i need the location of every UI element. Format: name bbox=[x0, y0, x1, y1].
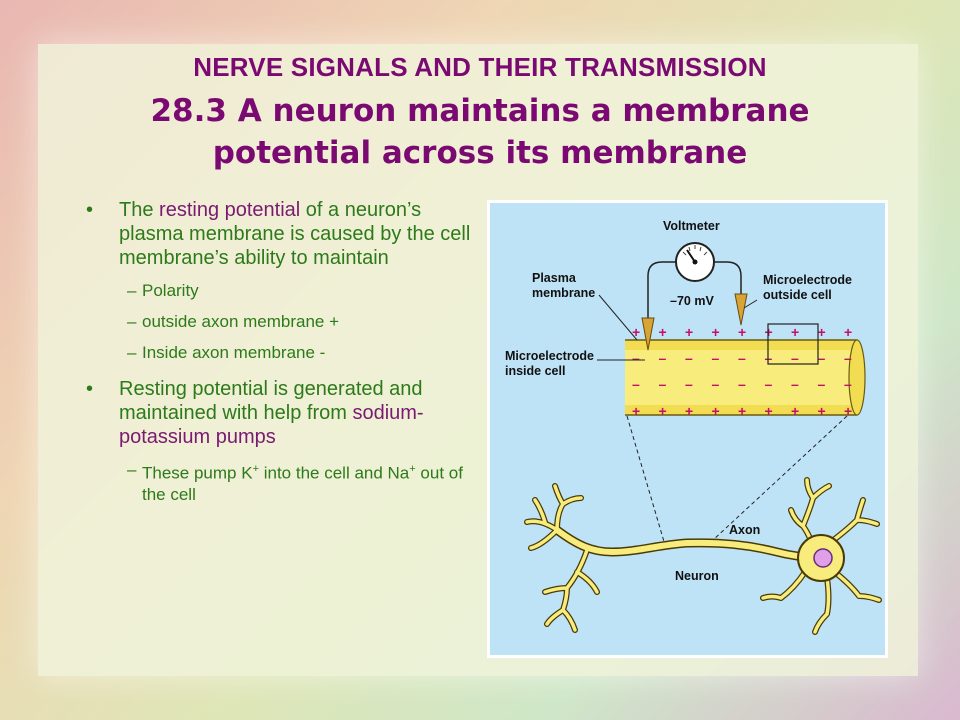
charge-plus-outside-top: + bbox=[738, 324, 746, 340]
label-axon: Axon bbox=[729, 523, 760, 537]
charge-minus-inside-top: – bbox=[844, 350, 852, 366]
charge-plus-outside-top: + bbox=[685, 324, 693, 340]
sub-bullet-text: outside axon membrane + bbox=[142, 312, 340, 331]
dash-marker: – bbox=[127, 312, 137, 331]
superscript-plus: + bbox=[252, 463, 259, 475]
label-inside-1: Microelectrode bbox=[505, 349, 594, 363]
bullet-text: Resting potential is generated and maint… bbox=[119, 378, 423, 424]
charge-minus-inside-top: – bbox=[791, 350, 799, 366]
charge-plus-outside-bottom: + bbox=[659, 403, 667, 419]
charge-plus-outside-bottom: + bbox=[818, 403, 826, 419]
dial-pivot bbox=[692, 259, 698, 265]
slide-title-line-1: 28.3 A neuron maintains a membrane bbox=[150, 93, 810, 129]
charge-minus-inside-bottom: – bbox=[818, 376, 826, 392]
label-outside-2: outside cell bbox=[763, 288, 832, 302]
highlight-resting-potential: resting potential bbox=[159, 199, 301, 221]
label-outside-1: Microelectrode bbox=[763, 273, 852, 287]
bullet-marker: • bbox=[86, 378, 94, 400]
charge-plus-outside-bottom: + bbox=[791, 403, 799, 419]
zoom-box bbox=[767, 323, 819, 365]
label-plasma-2: membrane bbox=[532, 286, 595, 300]
dash-marker: – bbox=[127, 460, 137, 479]
charge-plus-outside-bottom: + bbox=[738, 403, 746, 419]
dash-marker: – bbox=[127, 343, 137, 362]
pointer-outside-cell bbox=[743, 299, 758, 309]
charge-minus-inside-bottom: – bbox=[685, 376, 693, 392]
label-voltmeter: Voltmeter bbox=[663, 219, 720, 233]
dial-ticks bbox=[682, 245, 708, 256]
sub-bullet-text: Inside axon membrane - bbox=[142, 343, 326, 362]
charge-minus-inside-bottom: – bbox=[765, 376, 773, 392]
pointer-plasma-membrane bbox=[598, 294, 638, 341]
superscript-plus: + bbox=[409, 463, 416, 475]
charge-plus-outside-top: + bbox=[712, 324, 720, 340]
charge-plus-outside-bottom: + bbox=[632, 403, 640, 419]
bullet-text: The bbox=[119, 199, 160, 221]
membrane-top bbox=[625, 340, 857, 350]
label-reading: –70 mV bbox=[670, 294, 714, 308]
charge-plus-outside-bottom: + bbox=[765, 403, 773, 419]
highlight-sodium-potassium: sodium-potassium pumps bbox=[119, 402, 424, 448]
neuron-membrane-diagram: +++++++++––––––––––––––––––+++++++++ Vol… bbox=[487, 200, 888, 658]
bullet-sodium-potassium: • Resting potential is generated and mai… bbox=[86, 377, 476, 449]
voltmeter-wire-left bbox=[647, 261, 677, 318]
sub-bullet-outside: – outside axon membrane + bbox=[86, 311, 476, 332]
sub-bullet-text: into the cell and Na bbox=[259, 463, 410, 483]
sub-bullet-text: Polarity bbox=[142, 281, 199, 300]
slide-title-line-2: potential across its membrane bbox=[212, 135, 748, 171]
zoom-line-right bbox=[712, 415, 848, 541]
charge-plus-outside-bottom: + bbox=[685, 403, 693, 419]
label-neuron: Neuron bbox=[675, 569, 719, 583]
bullet-text: of a neuron’s plasma membrane is caused … bbox=[119, 199, 471, 269]
nucleus bbox=[813, 548, 833, 568]
bullet-resting-potential: • The resting potential of a neuron’s pl… bbox=[86, 198, 476, 270]
bullet-marker: • bbox=[86, 199, 94, 221]
sub-bullet-text: out of the cell bbox=[142, 463, 463, 504]
charge-plus-outside-bottom: + bbox=[712, 403, 720, 419]
charge-plus-outside-top: + bbox=[818, 324, 826, 340]
charge-plus-outside-top: + bbox=[659, 324, 667, 340]
label-inside-2: inside cell bbox=[505, 364, 565, 378]
sub-bullet-polarity: – Polarity bbox=[86, 280, 476, 301]
charge-plus-outside-top: + bbox=[632, 324, 640, 340]
charge-plus-outside-top: + bbox=[844, 324, 852, 340]
sub-bullet-inside: – Inside axon membrane - bbox=[86, 342, 476, 363]
charge-minus-inside-bottom: – bbox=[659, 376, 667, 392]
charge-minus-inside-top: – bbox=[818, 350, 826, 366]
charge-minus-inside-bottom: – bbox=[791, 376, 799, 392]
charge-minus-inside-bottom: – bbox=[712, 376, 720, 392]
charge-minus-inside-top: – bbox=[738, 350, 746, 366]
bullet-list: • The resting potential of a neuron’s pl… bbox=[86, 198, 476, 515]
charge-minus-inside-bottom: – bbox=[632, 376, 640, 392]
charge-minus-inside-top: – bbox=[685, 350, 693, 366]
zoom-line-left bbox=[626, 415, 666, 546]
charge-plus-outside-top: + bbox=[791, 324, 799, 340]
charge-minus-inside-bottom: – bbox=[844, 376, 852, 392]
charge-minus-inside-top: – bbox=[712, 350, 720, 366]
membrane-bottom bbox=[625, 405, 857, 415]
slide-heading: NERVE SIGNALS AND THEIR TRANSMISSION bbox=[193, 52, 767, 82]
sub-bullet-text: These pump K bbox=[142, 463, 253, 483]
charge-plus-outside-bottom: + bbox=[844, 403, 852, 419]
microelectrode-inside bbox=[641, 317, 655, 351]
axon-end bbox=[848, 339, 866, 416]
sub-bullet-pumps: – These pump K+ into the cell and Na+ ou… bbox=[86, 459, 476, 505]
dash-marker: – bbox=[127, 281, 137, 300]
microelectrode-outside bbox=[734, 293, 748, 326]
charge-minus-inside-top: – bbox=[632, 350, 640, 366]
label-plasma-1: Plasma bbox=[532, 271, 577, 285]
slide-title: 28.3 A neuron maintains a membrane poten… bbox=[60, 90, 900, 174]
charge-minus-inside-bottom: – bbox=[738, 376, 746, 392]
charge-minus-inside-top: – bbox=[659, 350, 667, 366]
voltmeter-wire-right bbox=[713, 261, 742, 294]
